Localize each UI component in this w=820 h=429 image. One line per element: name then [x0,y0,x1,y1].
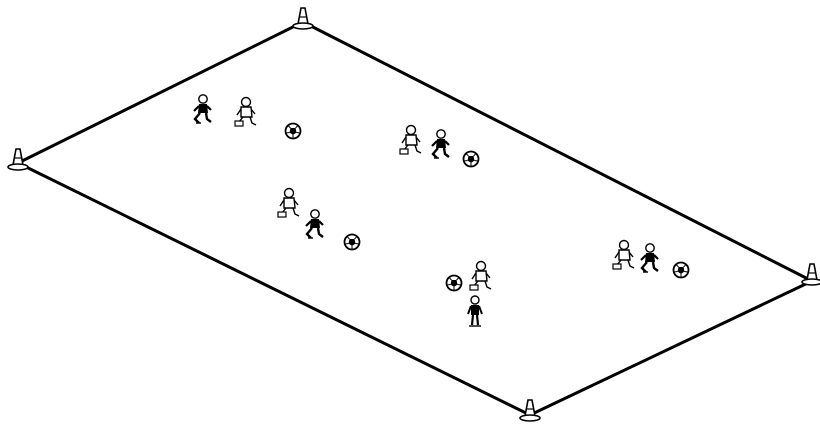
player-light [470,262,491,291]
player-standing [468,296,482,326]
player-light [235,98,256,127]
field-boundary [18,22,812,415]
player-light [278,189,299,218]
player-dark [306,210,323,238]
soccer-ball [345,235,360,250]
soccer-ball [464,152,479,167]
player-dark [641,244,658,272]
soccer-ball [447,276,462,291]
cone-right [802,264,820,285]
player-dark [194,95,211,123]
player-light [400,126,421,155]
soccer-ball [286,124,301,139]
soccer-ball [674,263,689,278]
player-dark [432,130,449,158]
cone-top [293,8,313,29]
player-light [613,241,634,270]
